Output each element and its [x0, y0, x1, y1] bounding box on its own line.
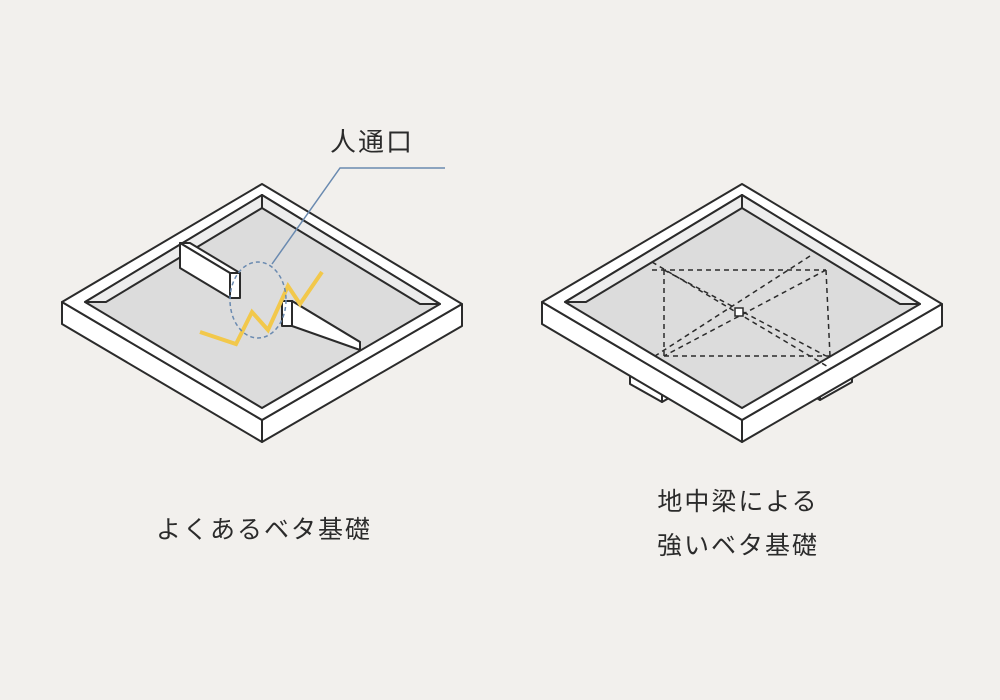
typical-foundation: [61, 183, 463, 443]
access-opening-marker: [229, 261, 287, 339]
partition-a-end: [229, 272, 241, 299]
left-floor: [84, 194, 441, 409]
caption-typical-foundation: よくあるベタ基礎: [84, 508, 444, 552]
grade-beam-grid: [652, 269, 831, 357]
center-junction-marker: [734, 307, 744, 317]
partition-b-face: [291, 300, 361, 351]
caption-left-text: よくあるベタ基礎: [155, 515, 372, 544]
caption-right-line2: 強いベタ基礎: [656, 531, 819, 560]
partition-b-end: [281, 300, 293, 327]
callout-leader-line: [271, 167, 445, 265]
grade-beam-diagonal-2: [663, 269, 827, 357]
crack-zigzag-icon: [199, 270, 324, 347]
left-inner-wall-back-right: [261, 194, 441, 305]
access-opening-label: 人通口: [330, 128, 415, 158]
right-inner-wall-back-right: [741, 194, 921, 305]
grade-beam-foundation: [541, 183, 943, 443]
caption-right-line1: 地中梁による: [657, 487, 819, 516]
right-floor: [564, 194, 921, 409]
grade-beam-line: [654, 255, 811, 357]
caption-grade-beam-foundation: 地中梁による 強いベタ基礎: [558, 480, 918, 568]
